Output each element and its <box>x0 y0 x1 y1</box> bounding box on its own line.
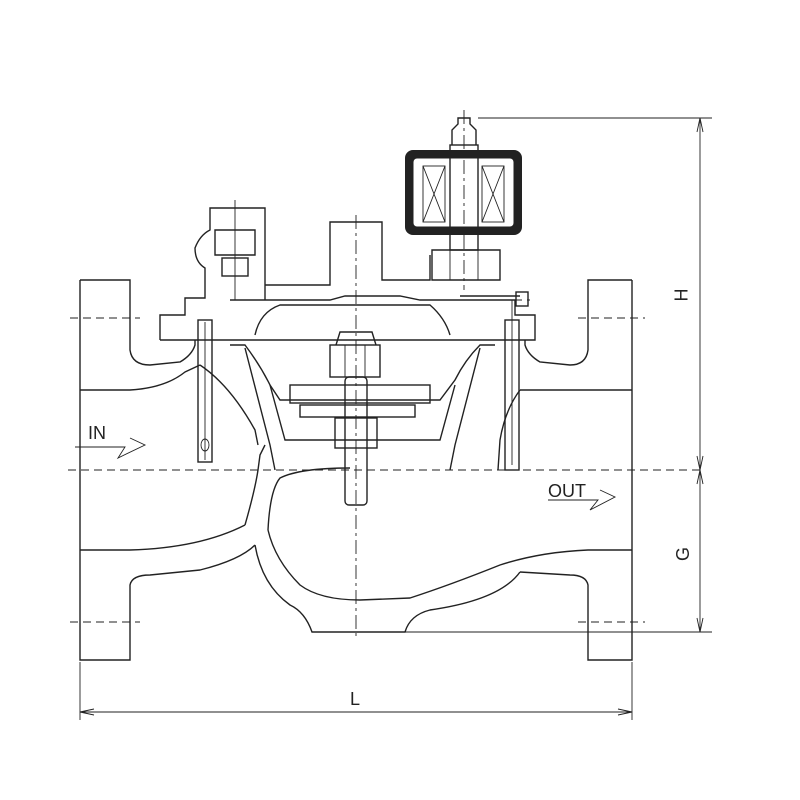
inlet-label: IN <box>88 423 106 443</box>
pilot-valve <box>197 200 256 463</box>
bonnet-cover <box>159 207 536 471</box>
outlet-label: OUT <box>548 481 586 501</box>
dimension-lines <box>79 117 712 720</box>
inlet-arrow <box>75 437 147 460</box>
pilot-tube <box>460 291 530 471</box>
left-flange <box>79 279 256 661</box>
g-dimension-label: G <box>673 546 694 562</box>
stem-assembly <box>329 331 381 506</box>
right-flange <box>267 279 633 661</box>
solenoid-valve <box>405 110 522 290</box>
outlet-arrow <box>548 489 617 511</box>
height-dimension-label: H <box>671 288 692 302</box>
length-dimension-label: L <box>350 689 361 709</box>
